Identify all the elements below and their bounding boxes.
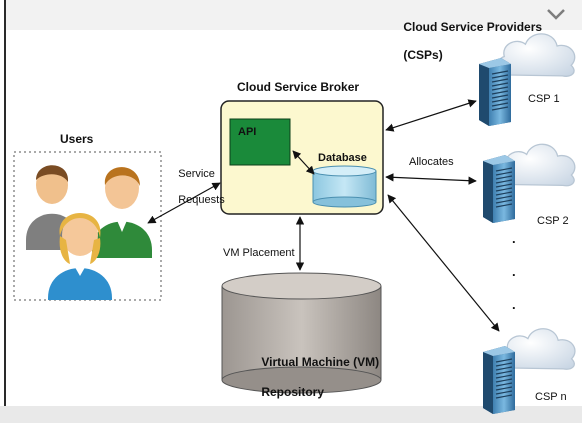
- api-database-arrow: [292, 150, 315, 175]
- users-group-icon: [26, 165, 152, 300]
- users-label: Users: [60, 132, 94, 146]
- service-requests-line2: Requests: [178, 194, 225, 206]
- api-label: API: [238, 126, 257, 138]
- service-requests-label: Service Requests: [166, 155, 225, 220]
- server-icon-cspn: [482, 345, 516, 415]
- vm-repository-line1: Virtual Machine (VM): [261, 355, 380, 369]
- csp1-label: CSP 1: [528, 93, 560, 105]
- vm-repository-label: Virtual Machine (VM) Repository: [248, 340, 379, 415]
- csp-header-line1: Cloud Service Providers: [403, 20, 543, 34]
- database-label: Database: [318, 152, 367, 164]
- service-requests-arrow: [147, 182, 221, 224]
- ellipsis-dot-3: .: [512, 297, 516, 312]
- broker-csp2-arrow: [385, 173, 477, 185]
- ellipsis-dot-2: .: [512, 264, 516, 279]
- allocates-label: Allocates: [409, 156, 454, 168]
- csp-header: Cloud Service Providers (CSPs): [390, 6, 542, 76]
- vm-repository-line2: Repository: [261, 385, 325, 399]
- vm-placement-label: VM Placement: [223, 247, 295, 259]
- left-border: [4, 0, 6, 423]
- broker-label: Cloud Service Broker: [237, 80, 360, 94]
- top-strip: [6, 0, 582, 30]
- server-icon-csp2: [482, 154, 516, 224]
- broker-cspn-arrow: [387, 194, 500, 332]
- cspn-label: CSP n: [535, 391, 567, 403]
- database-icon: [312, 165, 377, 208]
- vm-repository-icon: [221, 272, 382, 394]
- api-box: [229, 118, 291, 166]
- users-box: [13, 151, 162, 301]
- service-requests-line1: Service: [178, 168, 215, 180]
- bottom-strip: [0, 406, 582, 423]
- ellipsis-dot-1: .: [512, 231, 516, 246]
- chevron-down-icon[interactable]: [547, 9, 565, 20]
- broker-csp1-arrow: [385, 99, 477, 132]
- csp2-label: CSP 2: [537, 215, 569, 227]
- csp-header-line2: (CSPs): [403, 48, 443, 62]
